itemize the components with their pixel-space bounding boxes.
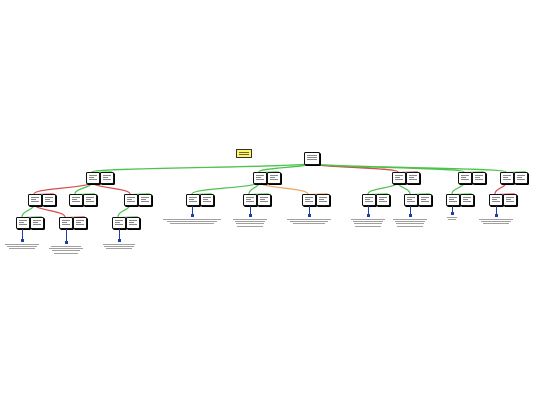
node-box	[86, 172, 100, 184]
node-box	[362, 194, 376, 206]
leaf-marker	[64, 241, 68, 244]
leaf-caption-line	[354, 223, 382, 225]
node-detail-box	[503, 194, 517, 206]
node-detail-box	[138, 194, 152, 206]
leaf-caption-line	[167, 221, 217, 223]
leaf-stem	[410, 206, 411, 214]
tree-edge	[91, 162, 312, 173]
leaf-caption-line	[447, 217, 457, 218]
node-detail-box	[100, 172, 114, 184]
node-detail-box	[42, 194, 56, 206]
node-detail-box	[267, 172, 281, 184]
leaf-caption-line	[448, 219, 456, 221]
node-box	[392, 172, 406, 184]
leaf-caption-line	[483, 223, 509, 225]
leaf-caption-line	[351, 219, 385, 220]
note-callout	[236, 149, 252, 158]
node-box	[28, 194, 42, 206]
node-detail-box	[83, 194, 97, 206]
leaf-caption-line	[395, 221, 425, 223]
leaf-caption-line	[7, 246, 37, 248]
node-box	[186, 194, 200, 206]
leaf-caption-line	[287, 219, 331, 220]
leaf-marker	[494, 214, 498, 217]
node-detail-box	[472, 172, 486, 184]
leaf-caption-line	[106, 248, 132, 250]
leaf-caption-line	[479, 219, 513, 220]
node-detail-box	[126, 217, 140, 229]
node-box	[446, 194, 460, 206]
leaf-caption-line	[54, 252, 78, 254]
node-box	[124, 194, 138, 206]
leaf-caption-line	[353, 221, 383, 223]
node-box	[243, 194, 257, 206]
leaf-marker	[117, 239, 121, 242]
leaf-caption-line	[9, 248, 35, 250]
node-detail-box	[257, 194, 271, 206]
leaf-marker	[408, 214, 412, 217]
node-box	[404, 194, 418, 206]
leaf-caption-line	[396, 223, 424, 225]
node-detail-box	[30, 217, 44, 229]
leaf-stem	[250, 206, 251, 214]
node-box	[112, 217, 126, 229]
leaf-caption-line	[235, 221, 265, 223]
node-box	[59, 217, 73, 229]
leaf-caption-line	[49, 248, 83, 250]
leaf-marker	[190, 214, 194, 217]
node-box	[16, 217, 30, 229]
node-box	[489, 194, 503, 206]
leaf-stem	[452, 206, 453, 212]
node-detail-box	[200, 194, 214, 206]
leaf-caption-line	[237, 225, 263, 227]
leaf-caption-line	[481, 221, 511, 223]
node-detail-box	[514, 172, 528, 184]
leaf-stem	[119, 229, 120, 239]
leaf-marker	[20, 239, 24, 242]
leaf-stem	[309, 206, 310, 214]
root-node[interactable]	[304, 152, 320, 165]
leaf-marker	[366, 214, 370, 217]
node-detail-box	[316, 194, 330, 206]
leaf-stem	[22, 229, 23, 239]
leaf-caption-line	[163, 219, 221, 220]
leaf-caption-line	[393, 219, 427, 220]
leaf-marker	[248, 214, 252, 217]
leaf-stem	[66, 229, 67, 241]
leaf-caption-line	[355, 225, 381, 227]
leaf-marker	[307, 214, 311, 217]
leaf-stem	[496, 206, 497, 214]
node-box	[253, 172, 267, 184]
leaf-caption-line	[104, 246, 134, 248]
leaf-marker	[450, 212, 454, 215]
leaf-stem	[192, 206, 193, 214]
leaf-caption-line	[293, 223, 325, 225]
leaf-caption-line	[103, 244, 135, 245]
node-box	[458, 172, 472, 184]
node-box	[302, 194, 316, 206]
node-detail-box	[418, 194, 432, 206]
node-detail-box	[406, 172, 420, 184]
node-detail-box	[73, 217, 87, 229]
node-box	[69, 194, 83, 206]
leaf-caption-line	[52, 250, 80, 252]
leaf-caption-line	[233, 219, 267, 220]
leaf-caption-line	[51, 246, 81, 247]
leaf-caption-line	[5, 244, 39, 245]
leaf-stem	[368, 206, 369, 214]
node-detail-box	[376, 194, 390, 206]
leaf-caption-line	[170, 223, 214, 225]
node-detail-box	[460, 194, 474, 206]
leaf-caption-line	[236, 223, 264, 225]
node-box	[500, 172, 514, 184]
leaf-caption-line	[397, 225, 423, 227]
leaf-caption-line	[290, 221, 328, 223]
